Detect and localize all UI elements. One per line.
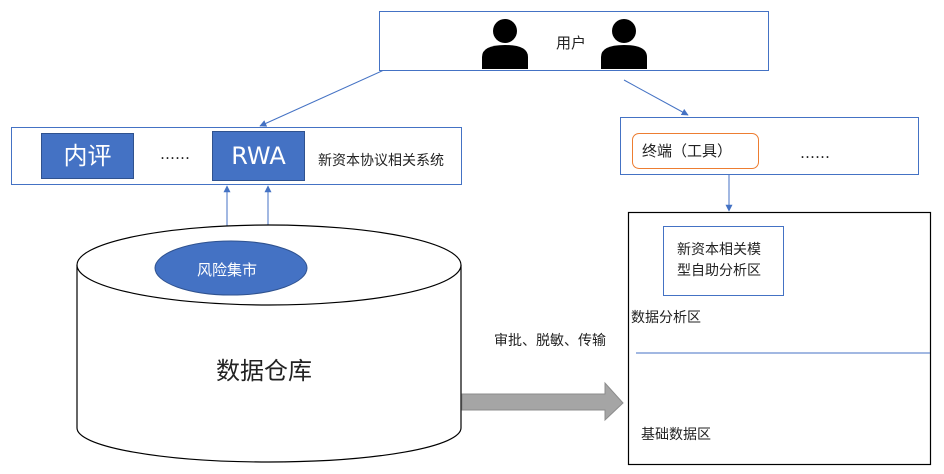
arrow-users-to-rwa	[259, 69, 385, 127]
arrow-users-to-terminal	[623, 79, 689, 116]
model-analysis-zone[interactable]: 新资本相关模 型自助分析区	[663, 226, 784, 296]
data-warehouse-cylinder	[76, 224, 462, 463]
data-warehouse-title: 数据仓库	[216, 357, 312, 385]
systems-caption: 新资本协议相关系统	[318, 153, 444, 169]
system-ellipsis: ……	[160, 145, 190, 163]
users-label: 用户	[556, 34, 587, 52]
model-zone-line2: 型自助分析区	[677, 263, 761, 279]
users-panel: 用户	[379, 11, 769, 71]
system-internal-rating[interactable]: 内评	[41, 133, 134, 179]
system-rwa-label: RWA	[231, 142, 286, 170]
terminal-tool-label: 终端（工具）	[642, 142, 733, 160]
system-rwa[interactable]: RWA	[212, 131, 305, 181]
system-internal-rating-label: 内评	[63, 142, 112, 170]
transfer-label: 审批、脱敏、传输	[494, 333, 606, 349]
terminal-tool-box[interactable]: 终端（工具）	[632, 133, 759, 169]
base-data-zone-label: 基础数据区	[641, 427, 711, 443]
model-zone-line1: 新资本相关模	[677, 242, 761, 258]
transfer-arrow	[461, 381, 624, 422]
risk-mart-label: 风险集市	[197, 261, 258, 279]
user-icon	[601, 19, 647, 69]
terminal-ellipsis: ……	[800, 144, 830, 162]
data-analysis-zone-label: 数据分析区	[631, 310, 701, 326]
user-icon	[482, 19, 528, 69]
